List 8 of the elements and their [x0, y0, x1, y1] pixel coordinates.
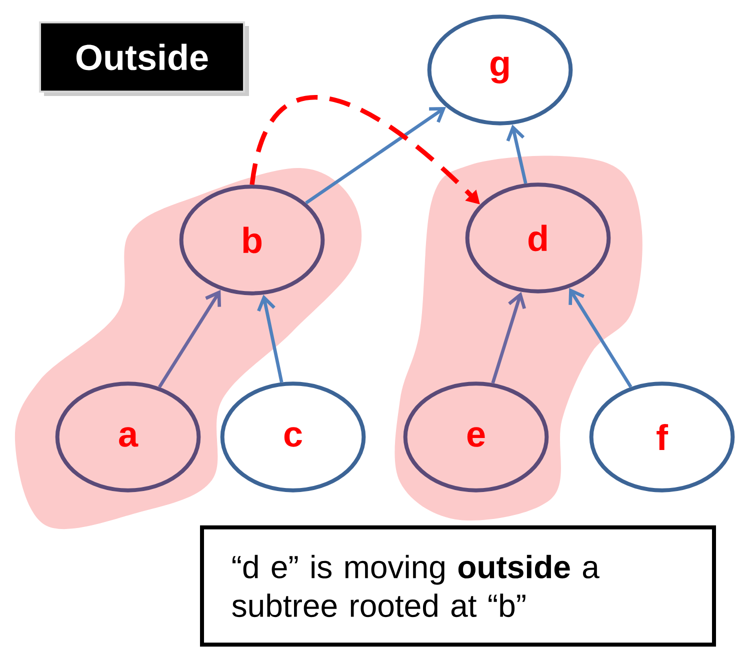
arrow	[506, 124, 528, 184]
note-box: “d e” is moving outside a subtree rooted at “b”	[200, 525, 716, 647]
arrow	[305, 107, 446, 204]
arrow	[158, 290, 222, 388]
arrow	[568, 288, 632, 388]
arrow	[257, 294, 284, 383]
title-box: Outside	[39, 21, 249, 96]
arrow	[491, 292, 526, 384]
